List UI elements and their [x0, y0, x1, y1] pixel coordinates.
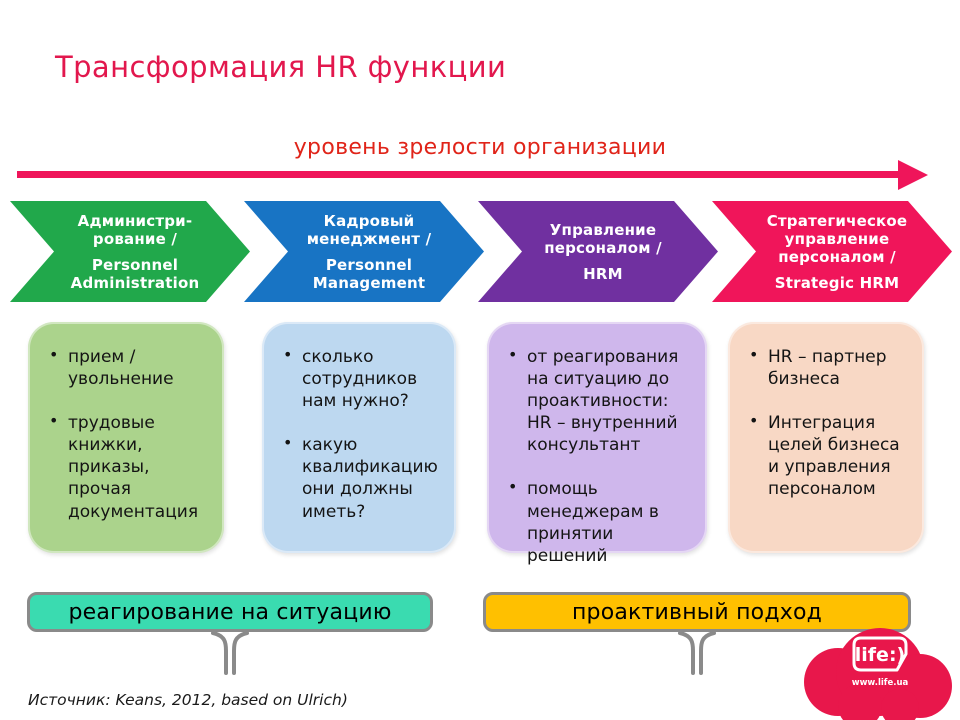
sim-outline-icon [852, 636, 908, 672]
stage-title-ru: Кадровый менеджмент / [306, 211, 432, 248]
logo-url: www.life.ua [852, 678, 909, 688]
bullet-list: от реагирования на ситуацию до проактивн… [487, 322, 707, 567]
stage-box-strategic-hrm: HR – партнер бизнеса Интеграция целей би… [728, 322, 924, 553]
stage-chevron-personnel-management: Кадровый менеджмент / Personnel Manageme… [244, 201, 484, 302]
brace-tail-icon [211, 631, 249, 675]
life-logo: life:) www.life.ua [804, 628, 952, 720]
callout-reactive-approach: реагирование на ситуацию [27, 592, 433, 632]
stage-chevron-personnel-administration: Администри-рование / Personnel Administr… [10, 201, 250, 302]
stage-box-hrm: от реагирования на ситуацию до проактивн… [487, 322, 707, 566]
stage-title-ru: Управление персоналом / [544, 220, 662, 257]
bullet-item: HR – партнер бизнеса [742, 345, 912, 390]
maturity-arrow-head-icon [898, 160, 928, 190]
stage-title-en: Personnel Management [312, 255, 426, 292]
callout-label: проактивный подход [571, 599, 823, 625]
stage-title-ru: Администри-рование / [77, 211, 193, 248]
logo-cloud [804, 628, 952, 720]
page-title: Трансформация HR функции [55, 50, 507, 84]
stage-title-ru: Стратегическое управление персоналом / [766, 211, 908, 266]
maturity-axis-label: уровень зрелости организации [293, 135, 667, 160]
bullet-item: сколько сотрудников нам нужно? [276, 345, 444, 412]
stage-box-personnel-management: сколько сотрудников нам нужно? какую ква… [262, 322, 456, 553]
callout-proactive-approach: проактивный подход [483, 592, 911, 632]
bullet-item: трудовые книжки, приказы, прочая докумен… [42, 411, 212, 522]
bullet-item: помощь менеджерам в принятии решений [501, 477, 695, 566]
stage-title-en: Strategic HRM [774, 273, 900, 292]
bullet-item: какую квалификацию они должны иметь? [276, 433, 444, 522]
stage-chevron-strategic-hrm: Стратегическое управление персоналом / S… [712, 201, 952, 302]
bullet-item: от реагирования на ситуацию до проактивн… [501, 345, 695, 456]
stage-chevron-hrm: Управление персоналом / HRM [478, 201, 718, 302]
logo-text: life:) [855, 644, 905, 666]
bullet-list: сколько сотрудников нам нужно? какую ква… [262, 322, 456, 523]
maturity-arrow-line [17, 171, 905, 178]
stage-title-en: HRM [583, 264, 623, 283]
stage-title-en: Personnel Administration [70, 255, 200, 292]
stage-box-personnel-administration: прием / увольнение трудовые книжки, прик… [28, 322, 224, 553]
brace-tail-icon [678, 631, 716, 675]
callout-label: реагирование на ситуацию [68, 599, 392, 625]
bullet-list: прием / увольнение трудовые книжки, прик… [28, 322, 224, 523]
bullet-item: Интеграция целей бизнеса и управления пе… [742, 411, 912, 500]
source-note: Источник: Keans, 2012, based on Ulrich) [28, 691, 348, 709]
bullet-list: HR – партнер бизнеса Интеграция целей би… [728, 322, 924, 501]
bullet-item: прием / увольнение [42, 345, 212, 390]
